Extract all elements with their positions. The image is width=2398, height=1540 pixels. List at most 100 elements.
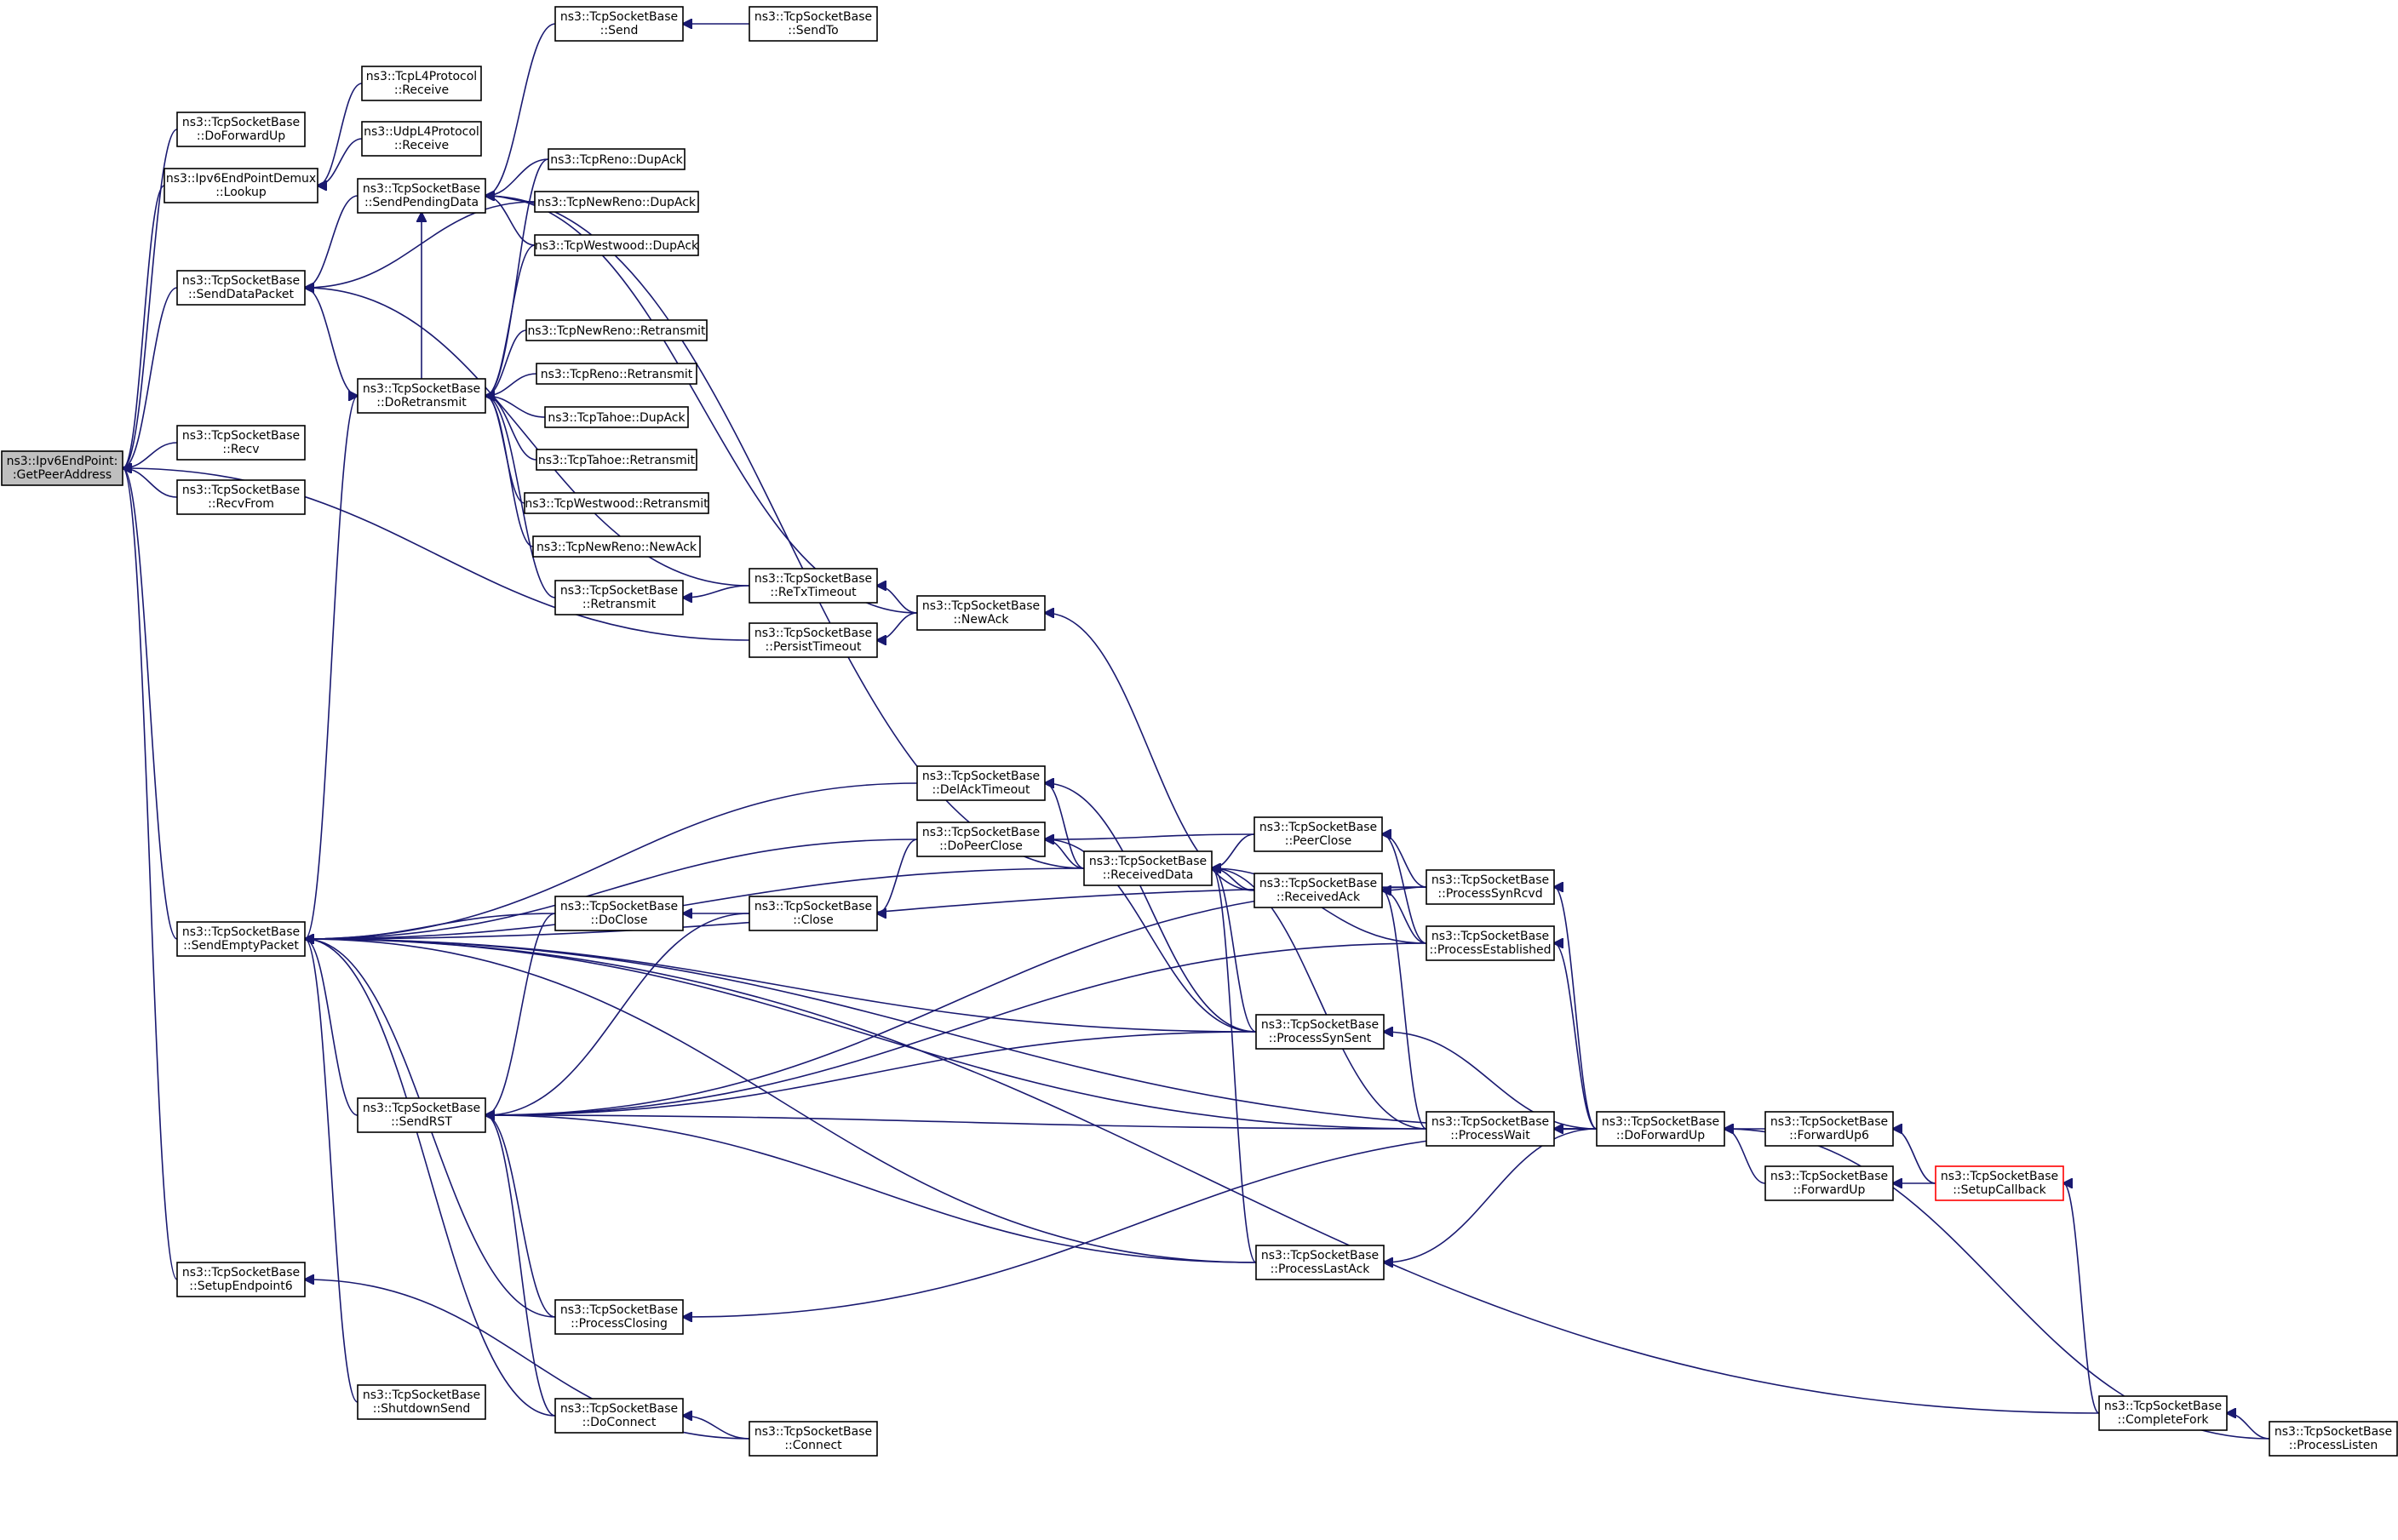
graph-node-newrenoret[interactable]: ns3::TcpNewReno::Retransmit — [525, 319, 708, 341]
node-box — [916, 822, 1046, 857]
call-edge-path — [485, 1031, 1257, 1115]
node-box — [1426, 1111, 1555, 1147]
graph-node-newrenonewack[interactable]: ns3::TcpNewReno::NewAck — [532, 535, 701, 558]
node-box — [532, 535, 701, 558]
call-edge-path — [485, 244, 536, 396]
call-edge-path — [683, 1128, 1598, 1317]
graph-node-dfu1[interactable]: ns3::TcpSocketBase::DoForwardUp — [176, 112, 306, 147]
node-label-line: ns3::TcpSocketBase — [754, 1425, 872, 1439]
node-box — [2098, 1395, 2228, 1431]
call-edge-path — [123, 468, 178, 1280]
call-edge-path — [305, 939, 2100, 1414]
graph-node-newack[interactable]: ns3::TcpSocketBase::NewAck — [916, 595, 1046, 631]
graph-node-westdup[interactable]: ns3::TcpWestwood::DupAck — [534, 234, 699, 256]
graph-node-established[interactable]: ns3::TcpSocketBase::ProcessEstablished — [1426, 925, 1555, 961]
graph-node-peerclose[interactable]: ns3::TcpSocketBase::PeerClose — [1254, 816, 1383, 852]
graph-node-tcpl4[interactable]: ns3::TcpL4Protocol::Receive — [361, 66, 482, 101]
node-label-line: ns3::TcpSocketBase — [922, 599, 1040, 613]
node-label-line: ::ProcessSynRcvd — [1437, 887, 1542, 901]
graph-node-persist[interactable]: ns3::TcpSocketBase::PersistTimeout — [749, 622, 878, 658]
call-edge — [877, 586, 918, 614]
node-label-line: ::SetupCallback — [1953, 1183, 2046, 1197]
graph-node-pwait[interactable]: ns3::TcpSocketBase::ProcessWait — [1426, 1111, 1555, 1147]
call-edge — [485, 1115, 556, 1318]
node-label-line: ns3::TcpReno::DupAck — [550, 153, 683, 167]
graph-node-connect[interactable]: ns3::TcpSocketBase::Connect — [749, 1421, 878, 1457]
graph-node-sendrst[interactable]: ns3::TcpSocketBase::SendRST — [357, 1097, 486, 1133]
call-edge — [485, 1031, 1257, 1115]
call-edge-path — [305, 939, 359, 1116]
graph-node-root[interactable]: ns3::Ipv6EndPoint::GetPeerAddress — [1, 450, 123, 486]
call-edge-path — [305, 939, 1598, 1130]
node-box — [916, 595, 1046, 631]
node-box — [524, 492, 709, 514]
graph-node-recv[interactable]: ns3::TcpSocketBase::Recv — [176, 425, 306, 461]
graph-node-tahoedup[interactable]: ns3::TcpTahoe::DupAck — [544, 406, 689, 428]
graph-node-lastack[interactable]: ns3::TcpSocketBase::ProcessLastAck — [1255, 1245, 1385, 1280]
call-edge — [305, 939, 556, 1417]
graph-node-newrenodup[interactable]: ns3::TcpNewReno::DupAck — [534, 191, 699, 213]
graph-node-renodup[interactable]: ns3::TcpReno::DupAck — [548, 148, 686, 170]
graph-node-recvfrom[interactable]: ns3::TcpSocketBase::RecvFrom — [176, 479, 306, 515]
node-box — [749, 622, 878, 658]
node-label-line: ::ProcessClosing — [571, 1317, 668, 1331]
graph-node-westret[interactable]: ns3::TcpWestwood::Retransmit — [524, 492, 709, 514]
graph-node-renoret[interactable]: ns3::TcpReno::Retransmit — [536, 363, 697, 385]
call-edge — [305, 939, 359, 1116]
graph-node-retransmit[interactable]: ns3::TcpSocketBase::Retransmit — [554, 580, 684, 615]
node-label-line: ns3::TcpSocketBase — [1770, 1115, 1888, 1129]
node-label-line: ns3::TcpSocketBase — [1261, 1249, 1379, 1262]
call-edge — [305, 939, 2100, 1414]
call-edge-path — [1045, 833, 1255, 839]
graph-node-rettimeout[interactable]: ns3::TcpSocketBase::ReTxTimeout — [749, 568, 878, 604]
call-edge — [485, 23, 556, 196]
graph-node-dfu2[interactable]: ns3::TcpSocketBase::DoForwardUp — [1596, 1111, 1725, 1147]
graph-node-synsent[interactable]: ns3::TcpSocketBase::ProcessSynSent — [1255, 1014, 1385, 1050]
graph-node-receivedack[interactable]: ns3::TcpSocketBase::ReceivedAck — [1254, 873, 1383, 908]
graph-node-senddata[interactable]: ns3::TcpSocketBase::SendDataPacket — [176, 270, 306, 306]
graph-node-tahoeret[interactable]: ns3::TcpTahoe::Retransmit — [536, 449, 697, 471]
call-edge-path — [1384, 1128, 1598, 1262]
graph-node-udpl4[interactable]: ns3::UdpL4Protocol::Receive — [361, 121, 482, 157]
graph-node-sendempty[interactable]: ns3::TcpSocketBase::SendEmptyPacket — [176, 921, 306, 957]
node-box — [554, 6, 684, 42]
node-box — [2269, 1421, 2398, 1457]
graph-node-completefork[interactable]: ns3::TcpSocketBase::CompleteFork — [2098, 1395, 2228, 1431]
node-label-line: ::ReTxTimeout — [770, 586, 857, 599]
call-edge-path — [485, 1115, 556, 1318]
graph-node-setupep6[interactable]: ns3::TcpSocketBase::SetupEndpoint6 — [176, 1262, 306, 1297]
node-label-line: ns3::TcpSocketBase — [2104, 1400, 2222, 1413]
graph-node-doretransmit[interactable]: ns3::TcpSocketBase::DoRetransmit — [357, 378, 486, 414]
graph-node-sendpending[interactable]: ns3::TcpSocketBase::SendPendingData — [357, 178, 486, 214]
graph-node-receiveddata[interactable]: ns3::TcpSocketBase::ReceivedData — [1083, 850, 1213, 886]
graph-node-fwd6[interactable]: ns3::TcpSocketBase::ForwardUp6 — [1764, 1111, 1894, 1147]
graph-node-close[interactable]: ns3::TcpSocketBase::Close — [749, 896, 878, 931]
graph-node-fwd[interactable]: ns3::TcpSocketBase::ForwardUp — [1764, 1165, 1894, 1201]
graph-node-sendto[interactable]: ns3::TcpSocketBase::SendTo — [749, 6, 878, 42]
call-edge-path — [1212, 868, 1257, 1263]
call-edge — [123, 468, 750, 641]
node-label-line: ns3::TcpSocketBase — [1261, 1018, 1379, 1032]
graph-node-doclose[interactable]: ns3::TcpSocketBase::DoClose — [554, 896, 684, 931]
graph-node-synrcvd[interactable]: ns3::TcpSocketBase::ProcessSynRcvd — [1426, 869, 1555, 905]
call-edge — [485, 1115, 1257, 1263]
call-edge — [1045, 783, 1085, 869]
graph-node-closing[interactable]: ns3::TcpSocketBase::ProcessClosing — [554, 1299, 684, 1335]
node-box — [357, 1384, 486, 1420]
graph-node-shutdown[interactable]: ns3::TcpSocketBase::ShutdownSend — [357, 1384, 486, 1420]
graph-node-dopeerclose[interactable]: ns3::TcpSocketBase::DoPeerClose — [916, 822, 1046, 857]
node-box — [176, 270, 306, 306]
graph-node-doconnect[interactable]: ns3::TcpSocketBase::DoConnect — [554, 1398, 684, 1434]
call-edge-path — [877, 586, 918, 614]
graph-node-send[interactable]: ns3::TcpSocketBase::Send — [554, 6, 684, 42]
call-edge-path — [485, 913, 556, 1115]
call-edge — [485, 1115, 1427, 1130]
call-edge — [1382, 834, 1427, 888]
graph-node-delack[interactable]: ns3::TcpSocketBase::DelAckTimeout — [916, 765, 1046, 801]
call-edge-path — [1212, 868, 1427, 1130]
graph-node-lookup[interactable]: ns3::Ipv6EndPointDemux::Lookup — [164, 168, 318, 203]
node-box — [749, 1421, 878, 1457]
graph-node-plisten[interactable]: ns3::TcpSocketBase::ProcessListen — [2269, 1421, 2398, 1457]
graph-node-setupcb[interactable]: ns3::TcpSocketBase::SetupCallback — [1935, 1165, 2064, 1201]
node-label-line: ::Receive — [394, 139, 449, 152]
